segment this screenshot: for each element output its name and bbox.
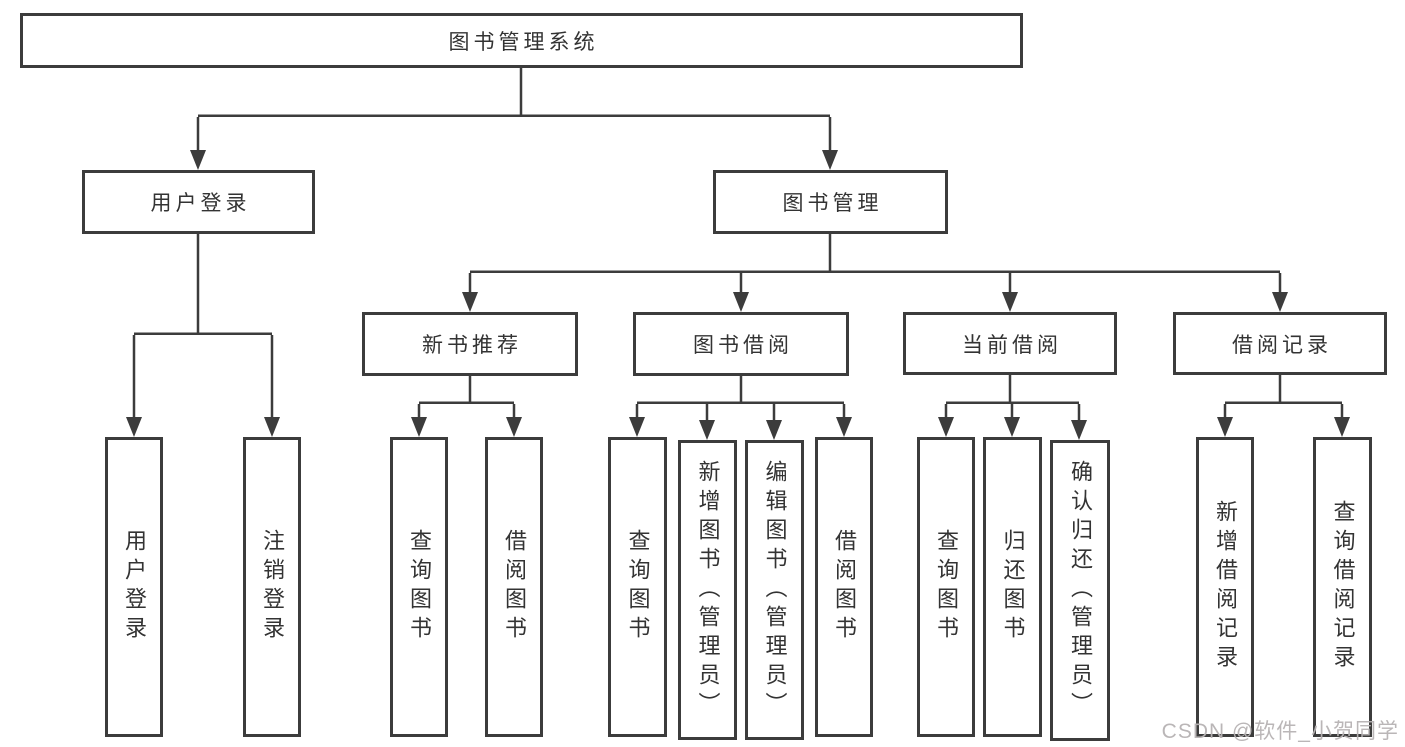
leaf-add-book-admin: 新增图书（管理员） bbox=[678, 440, 737, 740]
leaf-label: 新增借阅记录 bbox=[1213, 500, 1238, 674]
leaf-label: 查询图书 bbox=[625, 529, 651, 645]
leaf-label: 借阅图书 bbox=[832, 529, 857, 645]
leaf-add-borrow-record: 新增借阅记录 bbox=[1196, 437, 1254, 737]
node-library-management-system: 图书管理系统 bbox=[20, 13, 1023, 68]
leaf-query-books-borrowing: 查询图书 bbox=[608, 437, 667, 737]
node-book-management-branch: 图书管理 bbox=[713, 170, 948, 234]
leaf-label: 注销登录 bbox=[260, 529, 285, 645]
csdn-watermark: CSDN @软件_小贺同学 bbox=[1161, 720, 1399, 743]
leaf-label: 编辑图书（管理员） bbox=[762, 459, 788, 721]
leaf-user-login: 用户登录 bbox=[105, 437, 163, 737]
leaf-logout: 注销登录 bbox=[243, 437, 301, 737]
leaf-label: 用户登录 bbox=[122, 529, 147, 645]
node-label: 用户登录 bbox=[150, 192, 251, 215]
leaf-query-books-recommend: 查询图书 bbox=[390, 437, 448, 737]
leaf-confirm-return-admin: 确认归还（管理员） bbox=[1050, 440, 1110, 741]
leaf-label: 查询图书 bbox=[934, 529, 959, 645]
leaf-query-borrow-record: 查询借阅记录 bbox=[1313, 437, 1372, 737]
node-label: 图书借阅 bbox=[693, 334, 793, 357]
leaf-label: 借阅图书 bbox=[502, 529, 527, 645]
leaf-edit-book-admin: 编辑图书（管理员） bbox=[745, 440, 804, 740]
node-label: 新书推荐 bbox=[422, 334, 522, 357]
node-current-borrowing: 当前借阅 bbox=[903, 312, 1117, 375]
leaf-borrow-books-recommend: 借阅图书 bbox=[485, 437, 543, 737]
leaf-label: 查询借阅记录 bbox=[1330, 500, 1356, 674]
node-label: 图书管理系统 bbox=[448, 30, 599, 54]
leaf-label: 确认归还（管理员） bbox=[1068, 460, 1093, 721]
node-new-book-recommendation: 新书推荐 bbox=[362, 312, 578, 376]
node-label: 借阅记录 bbox=[1232, 333, 1332, 357]
node-book-borrowing: 图书借阅 bbox=[633, 312, 849, 376]
leaf-return-book: 归还图书 bbox=[983, 437, 1042, 737]
node-label: 当前借阅 bbox=[962, 333, 1062, 357]
node-label: 图书管理 bbox=[782, 192, 883, 215]
node-borrowing-records: 借阅记录 bbox=[1173, 312, 1387, 375]
leaf-borrow-books-borrowing: 借阅图书 bbox=[815, 437, 873, 737]
leaf-label: 新增图书（管理员） bbox=[695, 459, 721, 721]
leaf-query-books-current: 查询图书 bbox=[917, 437, 975, 737]
leaf-label: 查询图书 bbox=[407, 529, 432, 645]
leaf-label: 归还图书 bbox=[1000, 529, 1026, 645]
node-user-login-branch: 用户登录 bbox=[82, 170, 315, 234]
